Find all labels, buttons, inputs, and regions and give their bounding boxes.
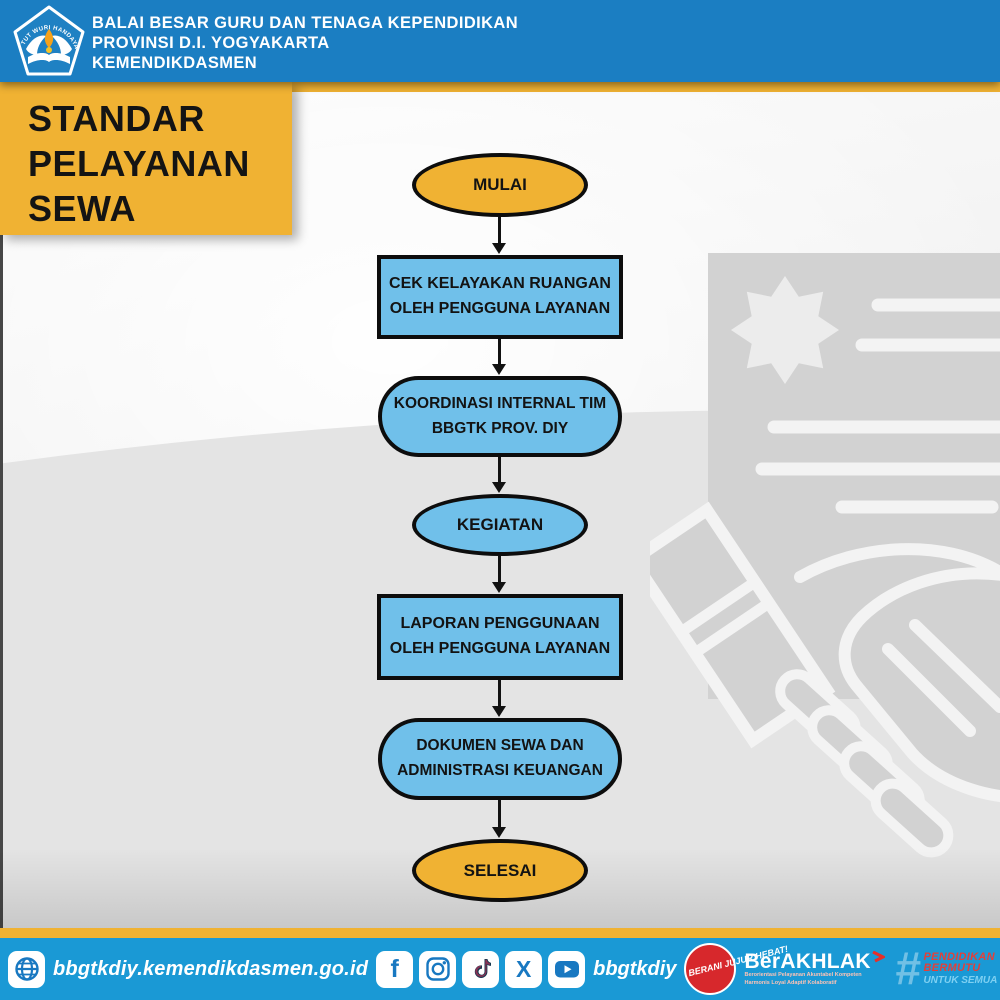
flow-step-laporan: LAPORAN PENGGUNAAN OLEH PENGGUNA LAYANAN — [377, 594, 623, 680]
website-url: bbgtkdiy.kemendikdasmen.go.id — [53, 957, 369, 980]
title-box: STANDAR PELAYANAN SEWA — [0, 82, 292, 235]
flow-step-cek-kelayakan: CEK KELAYAKAN RUANGAN OLEH PENGGUNA LAYA… — [377, 255, 623, 339]
flow-step-koordinasi: KOORDINASI INTERNAL TIM BBGTK PROV. DIY — [378, 376, 622, 457]
pendidikan-bermutu-logo: # PENDIDIKAN BERMUTU UNTUK SEMUA — [894, 942, 998, 995]
footer-banner: bbgtkdiy.kemendikdasmen.go.id f X — [0, 938, 1000, 1000]
yellow-top-bar — [0, 82, 1000, 92]
youtube-icon — [548, 950, 586, 988]
social-handle: bbgtkdiy — [593, 957, 677, 980]
hashtag-icon: # — [894, 942, 921, 995]
tut-wuri-handayani-logo: TUT WURI HANDAYANI — [13, 5, 85, 76]
header-banner: TUT WURI HANDAYANI BALAI BESAR GURU DAN … — [0, 0, 1000, 82]
tiktok-icon — [462, 950, 500, 988]
x-icon: X — [505, 950, 543, 988]
flow-step-dokumen: DOKUMEN SEWA DAN ADMINISTRASI KEUANGAN — [378, 718, 622, 800]
flow-arrow-2 — [492, 339, 506, 375]
org-name-block: BALAI BESAR GURU DAN TENAGA KEPENDIDIKAN… — [92, 13, 518, 73]
flow-arrow-1 — [492, 217, 506, 254]
berakhlak-subtitle-1: Berorientasi Pelayanan Akuntabel Kompete… — [744, 972, 862, 979]
flow-arrow-4 — [492, 556, 506, 593]
berakhlak-logo: BerAKHLAK Berorientasi Pelayanan Akuntab… — [744, 950, 885, 987]
page-left-edge — [0, 235, 3, 928]
org-line-2: PROVINSI D.I. YOGYAKARTA — [92, 34, 330, 52]
flow-step-selesai: SELESAI — [412, 839, 588, 902]
org-line-3: KEMENDIKDASMEN — [92, 54, 258, 72]
flow-arrow-3 — [492, 457, 506, 493]
berakhlak-title: BerAKHLAK — [744, 950, 871, 974]
flow-arrow-5 — [492, 680, 506, 717]
instagram-icon — [419, 950, 457, 988]
globe-icon — [8, 950, 45, 988]
org-line-1: BALAI BESAR GURU DAN TENAGA KEPENDIDIKAN — [92, 14, 519, 32]
berani-jujur-hebat-badge: BERANI JUJUR HEBAT! — [684, 943, 789, 995]
berakhlak-arrow-icon — [872, 951, 885, 963]
poster-title: STANDAR PELAYANAN SEWA — [28, 98, 250, 229]
berakhlak-subtitle-2: Harmonis Loyal Adaptif Kolaboratif — [744, 979, 837, 986]
flow-arrow-6 — [492, 800, 506, 838]
yellow-footer-bar — [0, 928, 1000, 938]
facebook-icon: f — [376, 950, 414, 988]
flow-step-kegiatan: KEGIATAN — [412, 494, 588, 556]
certificate-handshake-icon — [650, 253, 1000, 858]
flow-step-mulai: MULAI — [412, 153, 588, 217]
